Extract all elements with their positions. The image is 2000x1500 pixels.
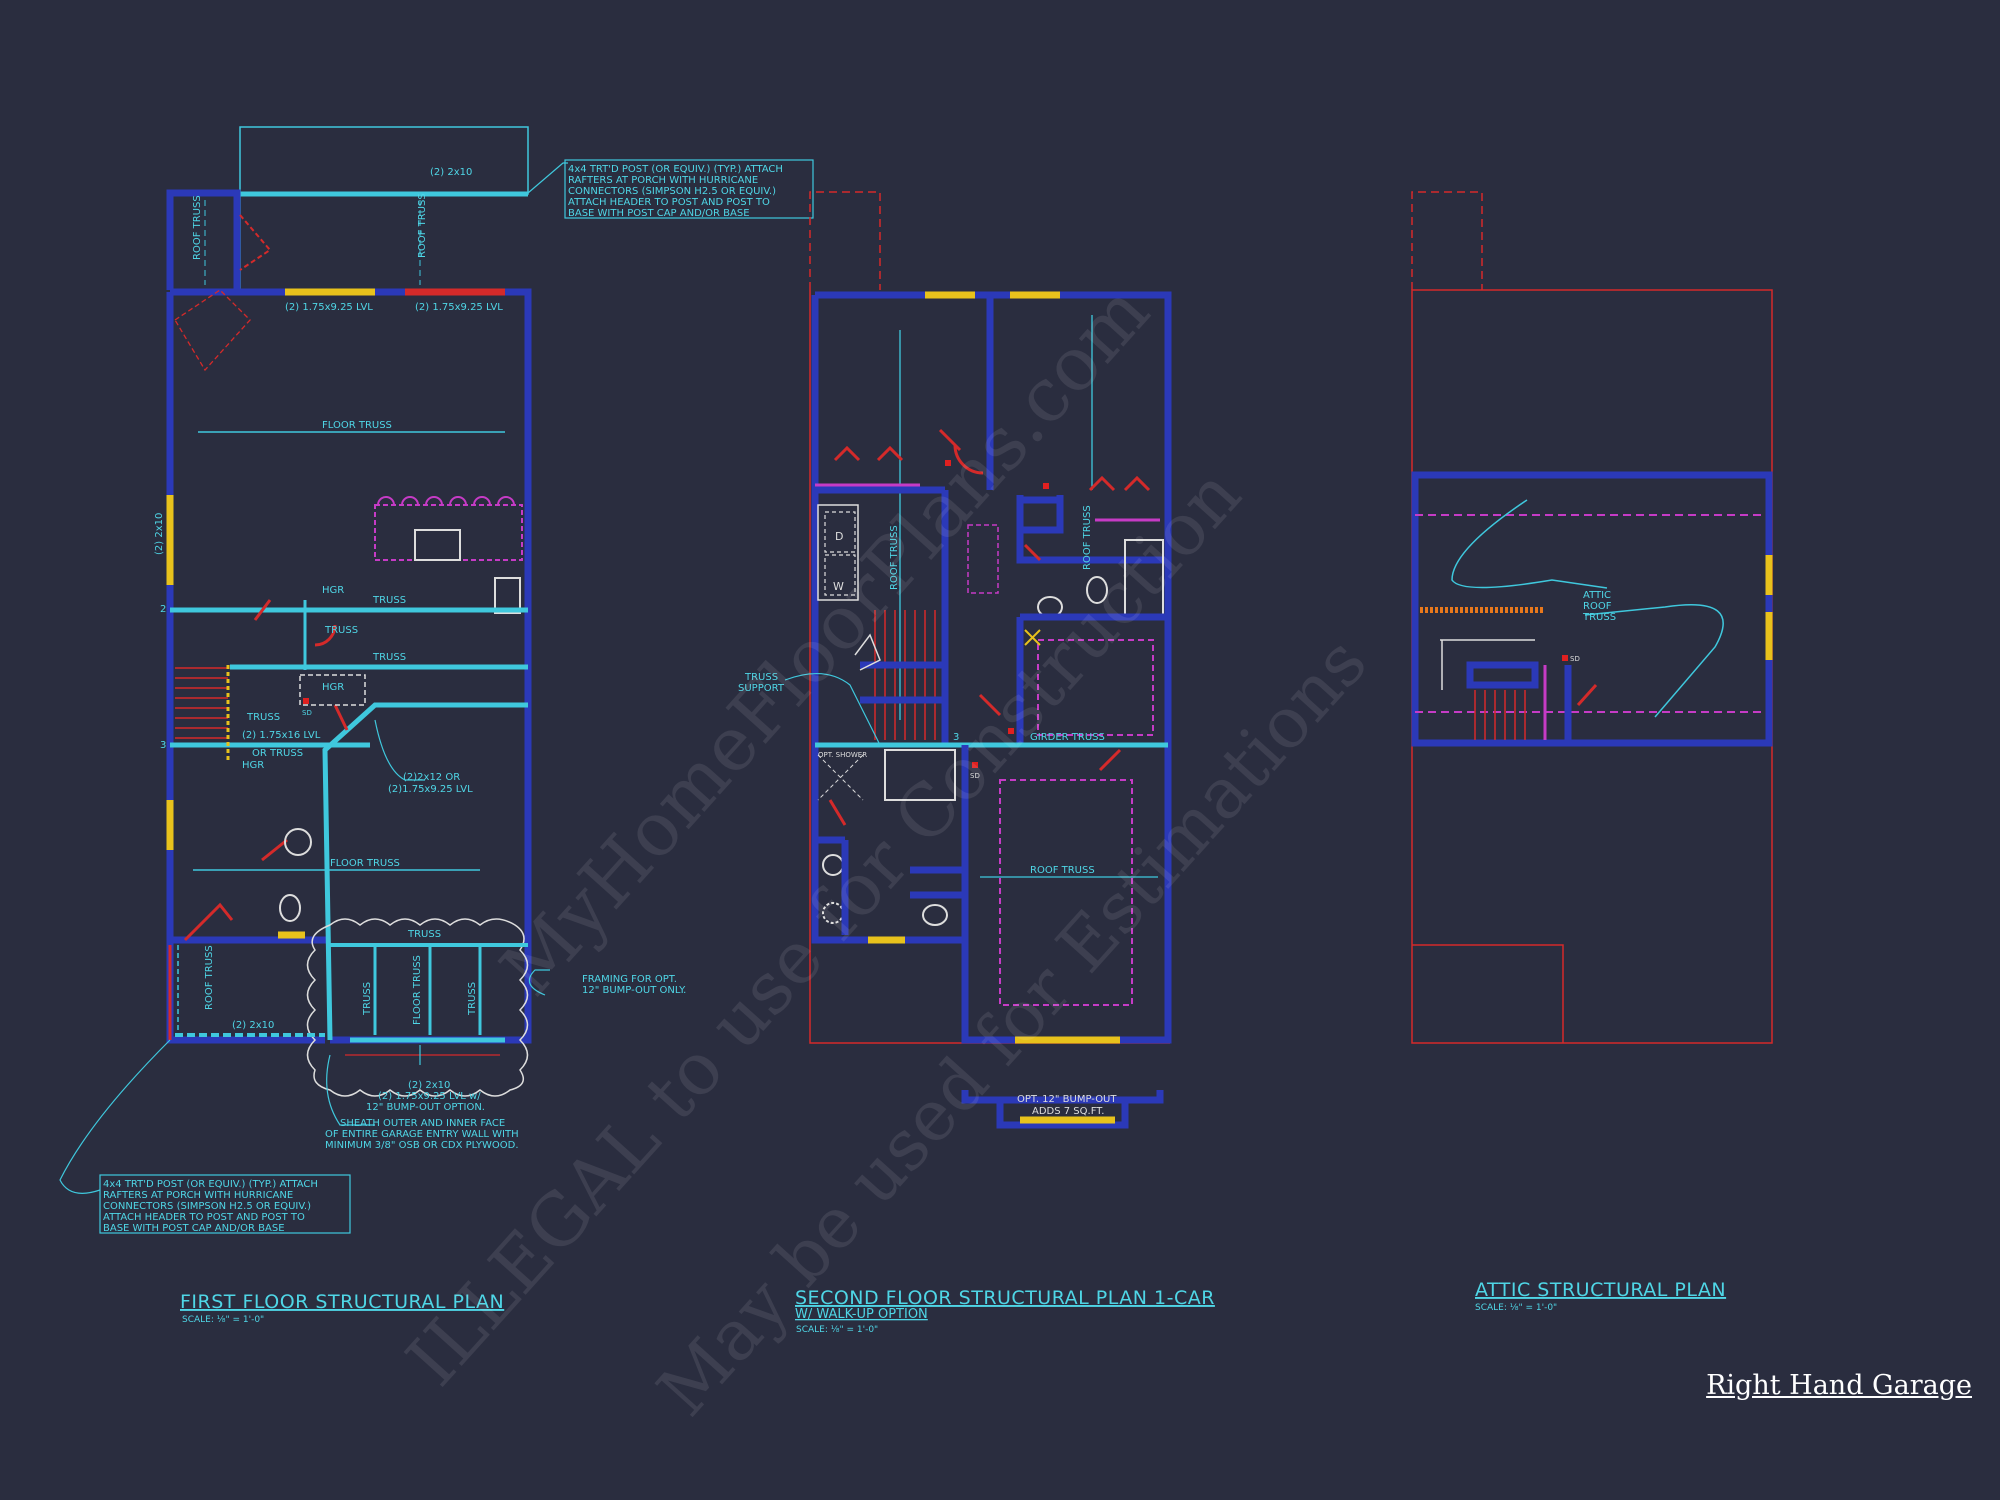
attic-plan: SD ATTIC ROOF TRUSS ATTIC STRUCTURAL PLA… [1411,191,1773,1313]
second-floor-exterior-wall [811,291,1172,1044]
floor-truss-v-label: FLOOR TRUSS [412,955,423,1025]
first-floor-title: FIRST FLOOR STRUCTURAL PLAN [180,1291,504,1313]
bump-out-note-2: ADDS 7 SQ.FT. [1032,1106,1104,1117]
lvl-left-label: (2) 1.75x9.25 LVL [285,302,373,313]
hgr-1-label: HGR [322,585,344,596]
garage-header-label: (2) 2x10 [232,1020,274,1031]
post-note-top-line5: BASE WITH POST CAP AND/OR BASE [568,208,750,219]
roof-truss-2-label: ROOF TRUSS [1082,505,1093,570]
attic-walls [1411,471,1773,747]
bump-out-cloud [306,918,529,1097]
truss-v2-label: TRUSS [467,982,478,1016]
truss-4-label: TRUSS [246,712,280,723]
side-header-label: (2) 2x10 [154,513,165,555]
washer-label: W [833,580,844,593]
dryer-label: D [835,530,843,543]
hgr-2-label: HGR [322,682,344,693]
attic-outline [1411,289,1773,1044]
smoke-detector-icon [303,698,309,704]
post-note-bottom-line5: BASE WITH POST CAP AND/OR BASE [103,1223,285,1234]
roof-truss-1-label: ROOF TRUSS [889,525,900,590]
sd-label: SD [302,709,312,717]
beam-note-2: (2)1.75x9.25 LVL [388,784,473,795]
truss-5-label: TRUSS [407,929,441,940]
lvl-16-label: (2) 1.75x16 LVL [242,730,321,741]
bump-out-note-1: OPT. 12" BUMP-OUT [1017,1094,1117,1105]
second-floor-scale: SCALE: ⅛" = 1'-0" [796,1325,878,1335]
post-note-top-line4: ATTACH HEADER TO POST AND POST TO [568,197,770,208]
garage-orientation-label: Right Hand Garage [1706,1370,1972,1401]
floor-truss-top-label: FLOOR TRUSS [322,420,392,431]
truss-2-label: TRUSS [324,625,358,636]
garage-note-1: (2) 2x10 [408,1080,450,1091]
attic-sd-label: SD [1570,655,1580,663]
roof-truss-b-label: ROOF TRUSS [417,193,428,258]
roof-truss-c-label: ROOF TRUSS [204,945,215,1010]
beam-note-1: (2)2x12 OR [403,772,460,783]
post-note-bottom-line2: RAFTERS AT PORCH WITH HURRICANE [103,1190,293,1201]
porch-outline [239,126,529,195]
post-note-top-line2: RAFTERS AT PORCH WITH HURRICANE [568,175,758,186]
second-floor-title-line2: W/ WALK-UP OPTION [795,1307,928,1322]
truss-support-2: SUPPORT [738,683,785,694]
bump-note-2: 12" BUMP-OUT ONLY. [582,985,686,996]
sd-label-2: SD [970,772,980,780]
garage-note-4: SHEATH OUTER AND INNER FACE [340,1118,505,1129]
floor-truss-mid-label: FLOOR TRUSS [330,858,400,869]
garage-note-6: MINIMUM 3/8" OSB OR CDX PLYWOOD. [325,1140,519,1151]
attic-label-1: ATTIC [1583,590,1611,601]
post-note-bottom-line4: ATTACH HEADER TO POST AND POST TO [103,1212,305,1223]
front-porch-walls [166,189,241,290]
roof-truss-a-label: ROOF TRUSS [192,195,203,260]
second-floor-plan: W D [738,191,1215,1335]
truss-1-label: TRUSS [372,595,406,606]
bump-note-1: FRAMING FOR OPT. [582,974,677,985]
attic-scale: SCALE: ⅛" = 1'-0" [1475,1303,1557,1313]
watermark: MyHomeFloorPlans.com ILLEGAL to use for … [390,269,1382,1432]
truss-3-label: TRUSS [372,652,406,663]
post-note-top-line3: CONNECTORS (SIMPSON H2.5 OR EQUIV.) [568,186,776,197]
section-mark-2: 2 [160,604,166,615]
garage-note-5: OF ENTIRE GARAGE ENTRY WALL WITH [325,1129,519,1140]
truss-v1-label: TRUSS [362,982,373,1016]
first-floor-plan: (2) 2x10 (2) 1.75x9.25 LVL (2) 1.75x9.25… [59,126,814,1325]
garage-note-3: 12" BUMP-OUT OPTION. [366,1102,485,1113]
section-mark-3: 3 [160,740,166,751]
roof-truss-3-label: ROOF TRUSS [1030,865,1095,876]
truss-support-1: TRUSS [744,672,778,683]
hgr-3-label: HGR [242,760,264,771]
lvl-right-label: (2) 1.75x9.25 LVL [415,302,503,313]
opt-shower-label: OPT. SHOWER [818,751,867,759]
post-note-top-line1: 4x4 TRT'D POST (OR EQUIV.) (TYP.) ATTACH [568,164,783,175]
porch-header-label: (2) 2x10 [430,167,472,178]
attic-label-3: TRUSS [1582,612,1616,623]
garage-note-2: (2) 1.75x9.25 LVL w/ [378,1091,481,1102]
girder-truss-label: GIRDER TRUSS [1030,732,1105,743]
post-note-bottom-line1: 4x4 TRT'D POST (OR EQUIV.) (TYP.) ATTACH [103,1179,318,1190]
first-floor-scale: SCALE: ⅛" = 1'-0" [182,1315,264,1325]
attic-label-2: ROOF [1583,601,1612,612]
or-truss-label: OR TRUSS [252,748,303,759]
attic-title: ATTIC STRUCTURAL PLAN [1475,1279,1726,1301]
post-note-bottom-line3: CONNECTORS (SIMPSON H2.5 OR EQUIV.) [103,1201,311,1212]
section-mark-3b: 3 [953,732,959,743]
second-floor-title-line1: SECOND FLOOR STRUCTURAL PLAN 1-CAR [795,1287,1215,1309]
